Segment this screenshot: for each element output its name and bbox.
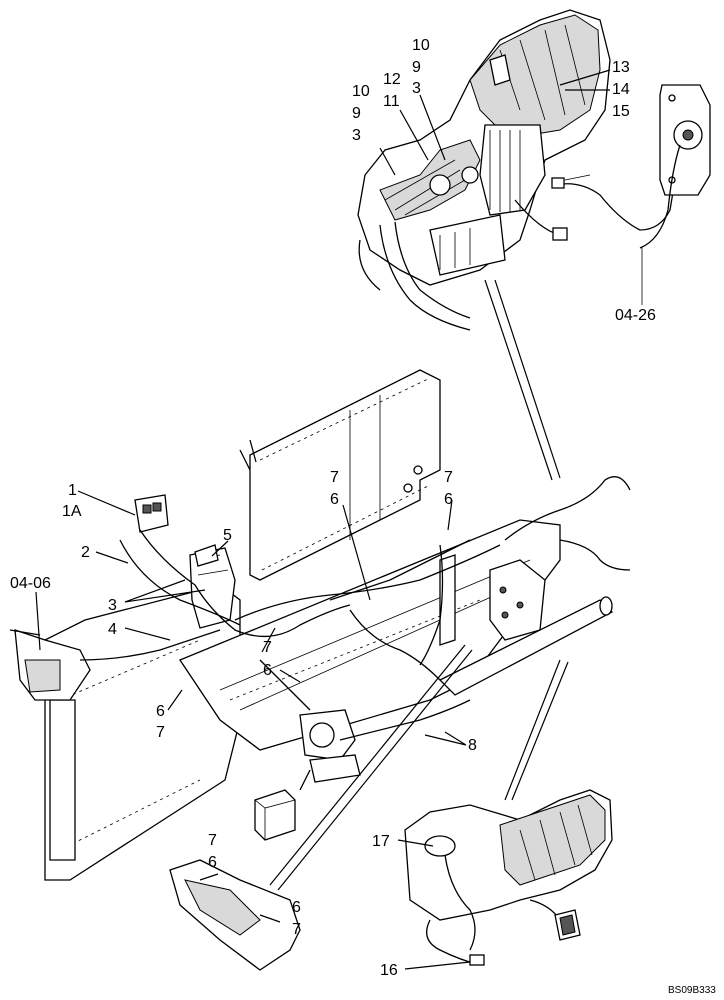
callout-10-top: 10 [412, 37, 430, 54]
top-engine-detail [357, 9, 711, 331]
callout-11: 11 [383, 93, 400, 110]
callout-4: 4 [108, 621, 117, 638]
callout-8: 8 [468, 737, 477, 754]
callout-6-left: 6 [156, 703, 165, 720]
callout-1a: 1A [62, 503, 82, 520]
callout-6-right: 6 [444, 491, 453, 508]
callout-13: 13 [612, 59, 630, 76]
callout-9-left: 9 [352, 105, 361, 122]
callout-7-lower: 7 [208, 832, 217, 849]
detail-connector-line-1 [484, 279, 553, 481]
callout-10-left: 10 [352, 83, 370, 100]
callout-3-left: 3 [108, 597, 117, 614]
callout-16: 16 [380, 962, 398, 979]
wire-harness [79, 439, 631, 791]
callout-9-top: 9 [412, 59, 421, 76]
bottom-connector-line-2 [511, 661, 569, 801]
callout-3-top: 3 [412, 80, 421, 97]
cover-connector-line-1 [269, 644, 466, 886]
callout-6-mid: 6 [263, 662, 272, 679]
callout-7-mid: 7 [263, 639, 272, 656]
callout-15: 15 [612, 103, 630, 120]
callout-1: 1 [68, 482, 77, 499]
callout-14: 14 [612, 81, 630, 98]
callout-5: 5 [223, 527, 232, 544]
callout-12: 12 [383, 71, 401, 88]
callout-6-lower-right: 6 [292, 899, 301, 916]
bottom-connector-line-1 [504, 659, 561, 801]
detail-connector-line-2 [494, 279, 561, 479]
callout-7-lower-right: 7 [292, 921, 301, 938]
callout-leaders [35, 69, 611, 970]
callout-04-06: 04-06 [10, 575, 51, 592]
callout-6-lower: 6 [208, 854, 217, 871]
main-frame [9, 369, 614, 971]
callout-7-right: 7 [444, 469, 453, 486]
callout-3-left-top: 3 [352, 127, 361, 144]
reference-code: BS09B333 [668, 985, 716, 996]
cover-connector-line-2 [277, 649, 473, 891]
callout-2: 2 [81, 544, 90, 561]
callout-7-left: 7 [156, 724, 165, 741]
callout-04-26: 04-26 [615, 307, 656, 324]
callout-6-top: 6 [330, 491, 339, 508]
callout-17: 17 [372, 833, 390, 850]
bottom-exhaust-detail [404, 789, 613, 966]
callout-7-top: 7 [330, 469, 339, 486]
